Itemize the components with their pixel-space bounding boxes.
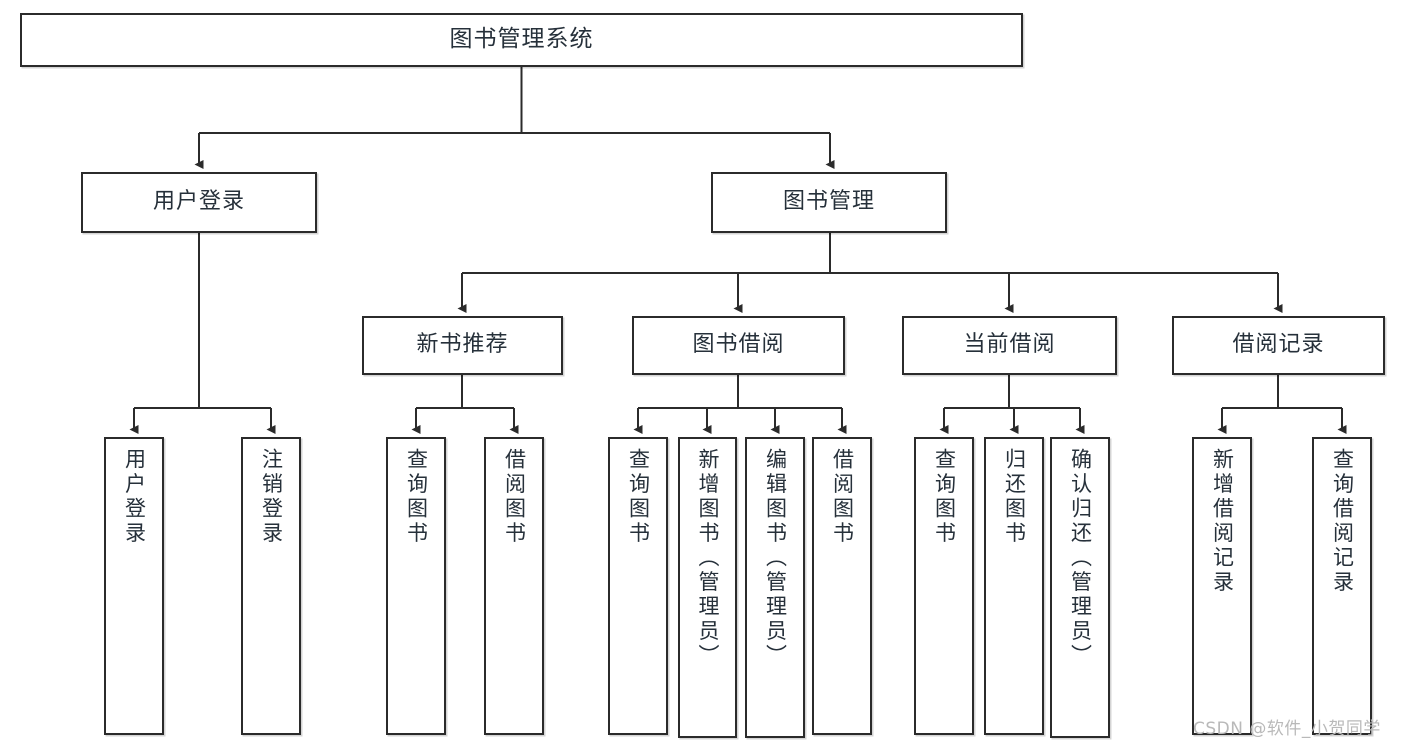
leaf-borrow-book-borrowing[interactable]: 借阅图书: [812, 437, 872, 735]
node-label: 新书推荐: [416, 332, 509, 358]
node-label: 新增图书（管理员）: [696, 448, 720, 669]
node-label: 用户登录: [152, 189, 245, 215]
leaf-confirm-return-admin[interactable]: 确认归还（管理员）: [1050, 437, 1110, 738]
leaf-edit-book-admin[interactable]: 编辑图书（管理员）: [745, 437, 805, 738]
leaf-return-book[interactable]: 归还图书: [984, 437, 1044, 735]
node-label: 借阅图书: [502, 448, 527, 546]
node-label: 查询图书: [932, 448, 957, 546]
node-new-book-recommendation[interactable]: 新书推荐: [362, 316, 563, 375]
leaf-query-book-current[interactable]: 查询图书: [914, 437, 974, 735]
node-label: 图书借阅: [692, 332, 785, 358]
node-label: 图书管理系统: [449, 26, 594, 53]
node-label: 注销登录: [259, 448, 284, 546]
leaf-add-book-admin[interactable]: 新增图书（管理员）: [678, 437, 737, 738]
node-label: 查询图书: [404, 448, 429, 546]
leaf-borrow-book-recommend[interactable]: 借阅图书: [484, 437, 544, 735]
leaf-query-book-recommend[interactable]: 查询图书: [386, 437, 446, 735]
node-borrowing-record[interactable]: 借阅记录: [1172, 316, 1385, 375]
node-label: 查询图书: [626, 448, 651, 546]
node-label: 新增借阅记录: [1210, 448, 1235, 595]
leaf-query-book-borrowing[interactable]: 查询图书: [608, 437, 668, 735]
leaf-user-login[interactable]: 用户登录: [104, 437, 164, 735]
leaf-query-borrow-record[interactable]: 查询借阅记录: [1312, 437, 1372, 735]
csdn-watermark: CSDN @软件_小贺同学: [1193, 719, 1381, 739]
node-book-borrowing[interactable]: 图书借阅: [632, 316, 845, 375]
node-current-borrowing[interactable]: 当前借阅: [902, 316, 1117, 375]
leaf-add-borrow-record[interactable]: 新增借阅记录: [1192, 437, 1252, 735]
node-label: 图书管理: [782, 189, 875, 215]
node-label: 编辑图书（管理员）: [763, 448, 788, 669]
node-label: 确认归还（管理员）: [1068, 448, 1093, 669]
node-label: 当前借阅: [963, 332, 1056, 358]
node-user-login[interactable]: 用户登录: [81, 172, 317, 233]
node-label: 查询借阅记录: [1330, 448, 1355, 595]
node-label: 借阅记录: [1232, 332, 1325, 358]
node-label: 借阅图书: [830, 448, 855, 546]
node-book-management[interactable]: 图书管理: [711, 172, 947, 233]
leaf-user-logout[interactable]: 注销登录: [241, 437, 301, 735]
node-label: 归还图书: [1002, 448, 1027, 546]
node-label: 用户登录: [122, 448, 147, 546]
node-book-management-system[interactable]: 图书管理系统: [20, 13, 1023, 67]
